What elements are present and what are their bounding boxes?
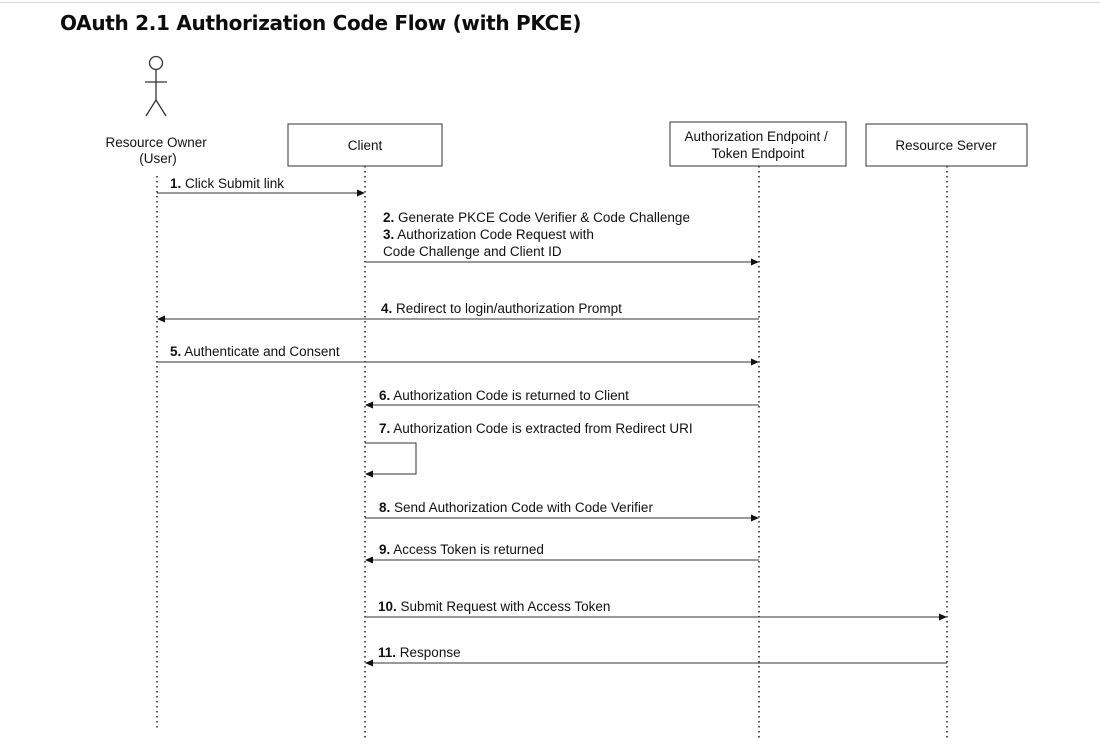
auth-server-participant: Authorization Endpoint / Token Endpoint (669, 121, 847, 167)
message-2-label: 2. Generate PKCE Code Verifier & Code Ch… (383, 210, 690, 225)
arrowhead-left-icon (365, 401, 373, 409)
message-10: 10. Submit Request with Access Token (365, 599, 947, 621)
arrowhead-left-icon (157, 315, 165, 323)
arrowhead-left-icon (365, 470, 373, 478)
message-11-label: 11. Response (378, 645, 461, 660)
auth-server-box (669, 121, 847, 167)
message-7: 7. Authorization Code is extracted from … (365, 421, 693, 478)
arrowhead-right-icon (751, 514, 759, 522)
arrowhead-right-icon (939, 613, 947, 621)
arrowhead-left-icon (365, 659, 373, 667)
client-label: Client (348, 138, 383, 153)
message-6: 6. Authorization Code is returned to Cli… (365, 388, 759, 409)
resource-server-box (865, 123, 1028, 167)
message-5: 5. Authenticate and Consent (157, 344, 759, 366)
message-1-label: 1. Click Submit link (170, 176, 284, 191)
arrowhead-right-icon (751, 258, 759, 266)
message-8-label: 8. Send Authorization Code with Code Ver… (379, 500, 653, 515)
message-4: 4. Redirect to login/authorization Promp… (157, 301, 759, 323)
message-2-3: 2. Generate PKCE Code Verifier & Code Ch… (365, 210, 759, 266)
stick-figure-icon (145, 55, 167, 117)
resource-server-participant: Resource Server (865, 123, 1028, 167)
arrowhead-left-icon (365, 556, 373, 564)
message-10-label: 10. Submit Request with Access Token (378, 599, 610, 614)
message-8: 8. Send Authorization Code with Code Ver… (365, 500, 759, 522)
arrowhead-right-icon (357, 189, 365, 197)
resource-owner-actor: Resource Owner (User) (105, 55, 210, 166)
client-participant: Client (287, 123, 443, 167)
message-3-label-line-2: Code Challenge and Client ID (383, 244, 562, 259)
auth-server-label: Authorization Endpoint / Token Endpoint (684, 129, 831, 161)
resource-owner-label: Resource Owner (User) (105, 135, 210, 166)
message-7-label: 7. Authorization Code is extracted from … (379, 421, 693, 436)
message-9-label: 9. Access Token is returned (379, 542, 544, 557)
message-5-label: 5. Authenticate and Consent (170, 344, 340, 359)
message-9: 9. Access Token is returned (365, 542, 759, 564)
message-1: 1. Click Submit link (157, 176, 365, 197)
top-divider (0, 2, 1100, 3)
arrowhead-right-icon (751, 358, 759, 366)
message-4-label: 4. Redirect to login/authorization Promp… (381, 301, 622, 316)
message-11: 11. Response (365, 645, 947, 667)
resource-server-label: Resource Server (895, 138, 997, 153)
page-title: OAuth 2.1 Authorization Code Flow (with … (60, 11, 582, 35)
client-box (287, 123, 443, 167)
message-3-label: 3. Authorization Code Request with (383, 227, 594, 242)
message-6-label: 6. Authorization Code is returned to Cli… (379, 388, 629, 403)
